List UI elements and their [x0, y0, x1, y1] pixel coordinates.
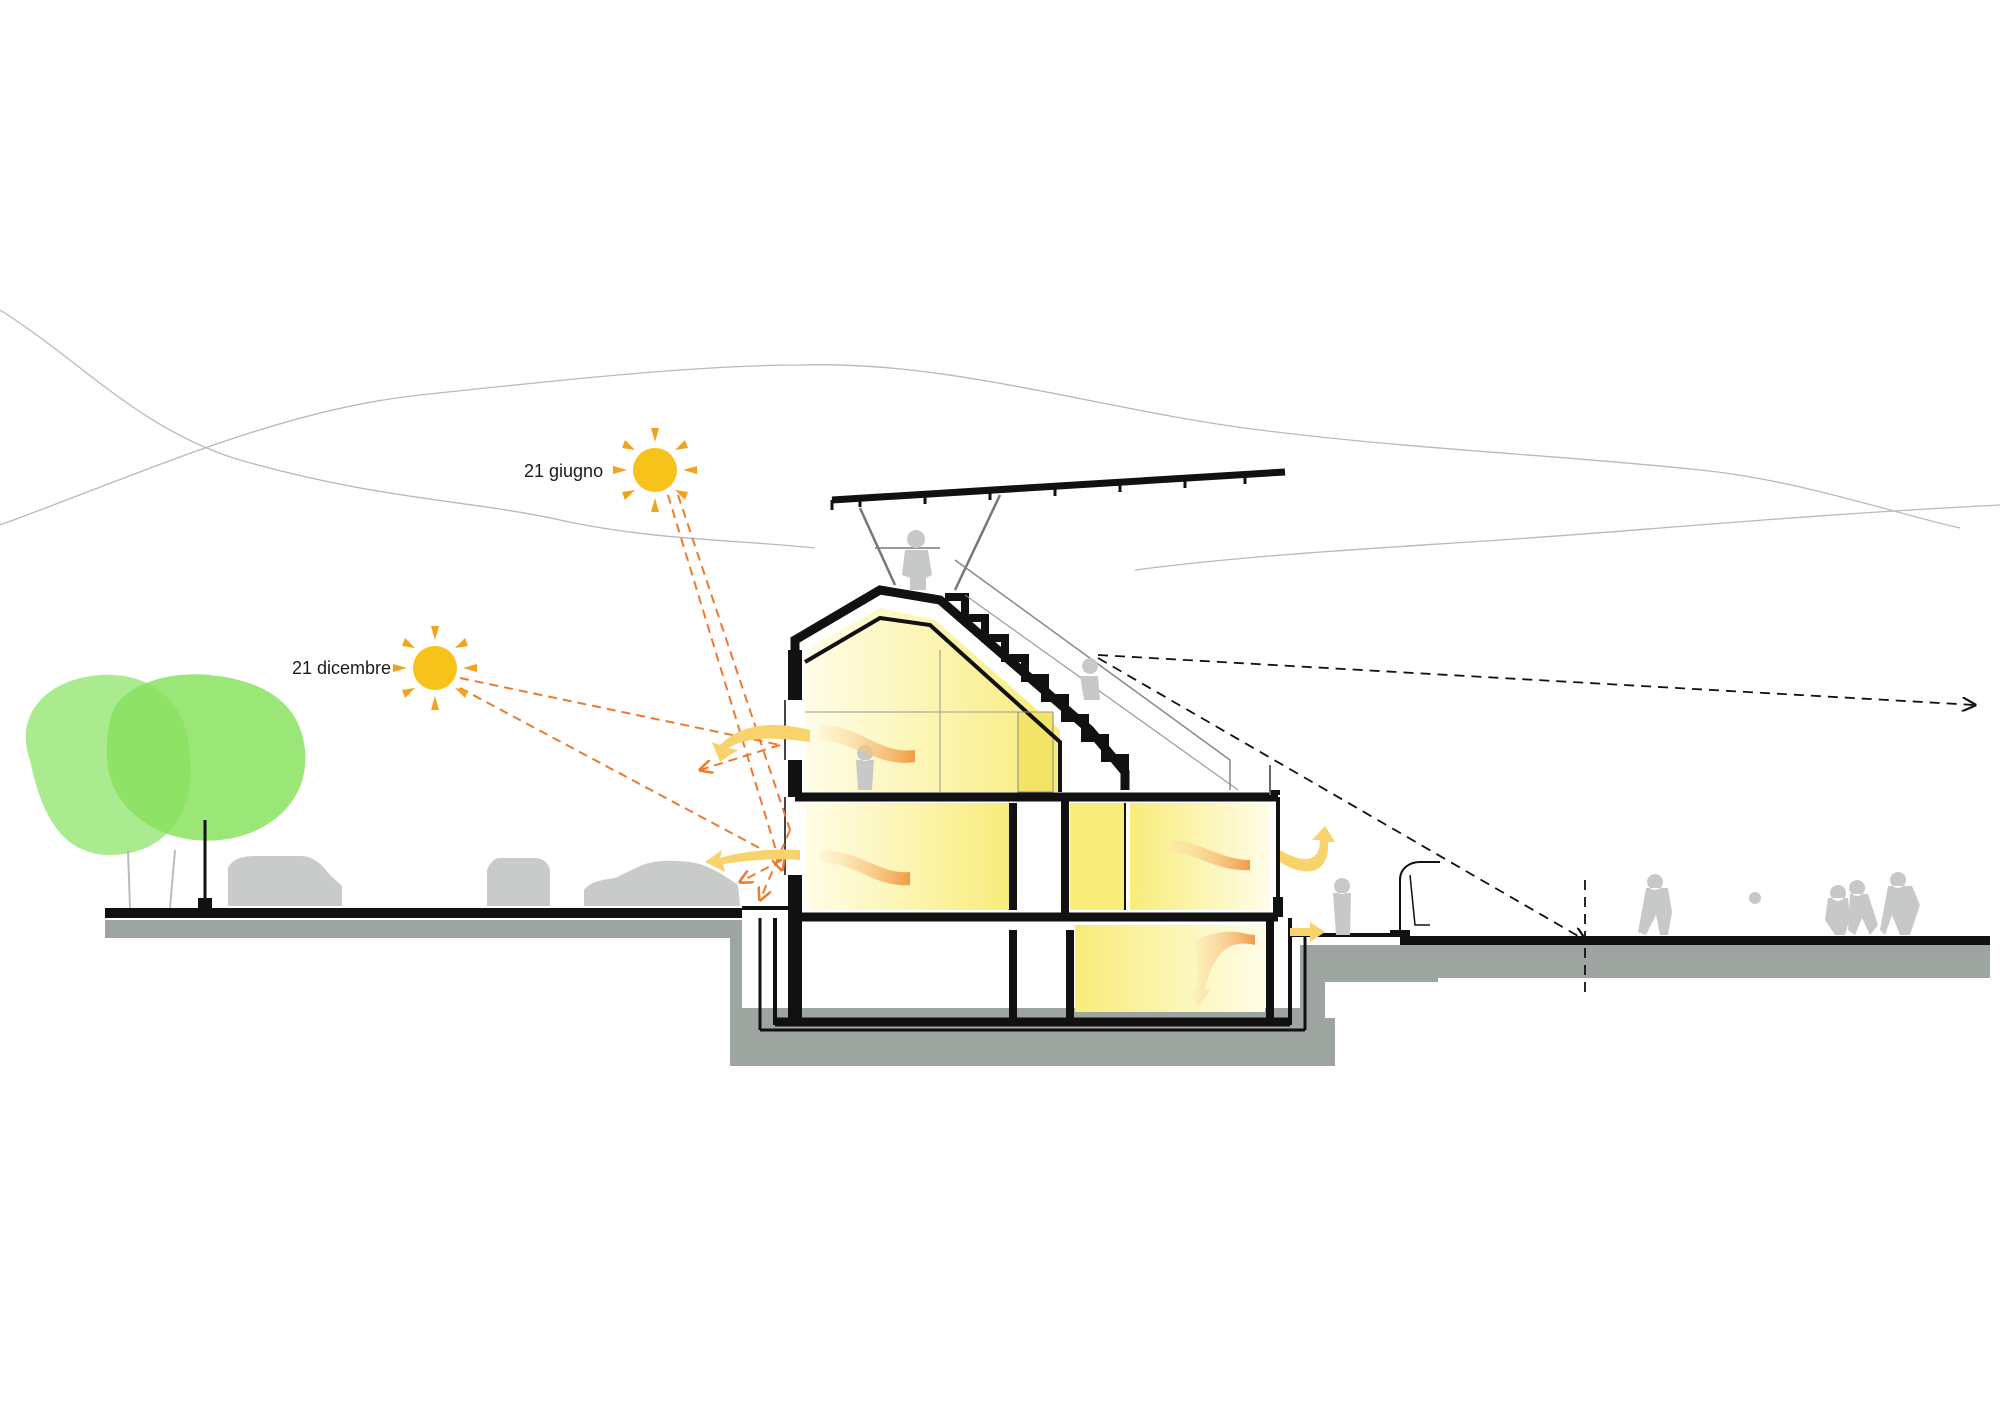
sun-icon	[613, 428, 697, 512]
street-lamp	[1390, 861, 1440, 934]
building-structure	[742, 585, 1410, 1032]
airflow-arrow-icon	[705, 725, 1335, 1008]
summer-sun-label: 21 giugno	[524, 461, 604, 481]
winter-sun-label: 21 dicembre	[292, 658, 392, 678]
hill-lines	[0, 309, 2000, 571]
person-icon	[856, 530, 1920, 935]
car-icon	[228, 856, 740, 906]
roof-canopy	[830, 468, 1286, 795]
ground-section	[105, 908, 1990, 1066]
sun-icon	[393, 626, 477, 710]
sun-ray-paths	[459, 494, 791, 900]
tree-icon	[25, 674, 306, 910]
view-lines	[1097, 654, 1975, 995]
